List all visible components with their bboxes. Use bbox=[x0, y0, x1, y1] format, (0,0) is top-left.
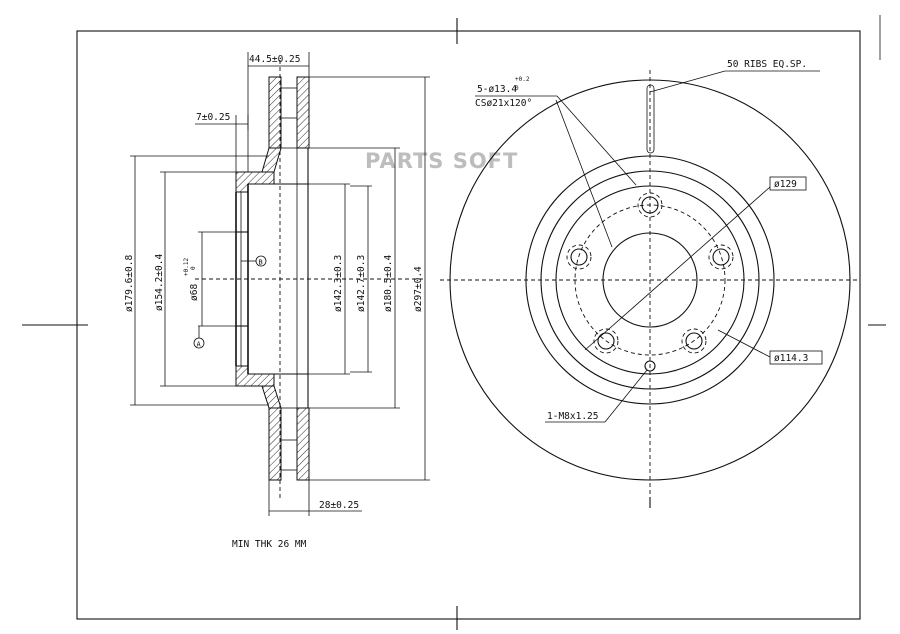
bolt-holes bbox=[566, 192, 734, 354]
dim-d179-6: ø179.6±0.8 bbox=[124, 255, 135, 312]
label-pcd: ø114.3 bbox=[774, 353, 808, 364]
label-thread: 1-M8x1.25 bbox=[547, 411, 598, 422]
dim-d142-3: ø142.3±0.3 bbox=[333, 255, 344, 312]
dim-hat-thickness: 7±0.25 bbox=[196, 112, 230, 123]
dim-d297: ø297±0.4 bbox=[413, 266, 424, 312]
dim-d68-tol0: 0 bbox=[190, 266, 197, 270]
watermark: PARTS SOFT bbox=[365, 149, 518, 173]
dim-rotor-width: 28±0.25 bbox=[319, 500, 359, 511]
section-dimensions: 44.5±0.25 7±0.25 28±0.25 ø179.6±0.8 ø154… bbox=[124, 52, 430, 516]
front-labels: 50 RIBS EQ.SP. 5-ø13.4 +0.2 0 CSø21x120°… bbox=[475, 59, 823, 422]
label-holes-tol0: 0 bbox=[515, 85, 519, 92]
label-d129: ø129 bbox=[774, 179, 797, 190]
dim-d142-7: ø142.7±0.3 bbox=[356, 255, 367, 312]
datum-b: B bbox=[259, 259, 263, 267]
label-holes: 5-ø13.4 bbox=[477, 84, 517, 95]
dim-d68: ø68 bbox=[189, 284, 200, 301]
label-holes-tol: +0.2 bbox=[515, 76, 530, 83]
section-view: B A bbox=[193, 60, 425, 500]
dim-overall-width: 44.5±0.25 bbox=[249, 54, 300, 65]
label-countersink: CSø21x120° bbox=[475, 98, 532, 109]
dim-d154-2: ø154.2±0.4 bbox=[154, 254, 165, 311]
min-thickness-note: MIN THK 26 MM bbox=[232, 539, 307, 550]
dim-d68-tol: +0.12 bbox=[183, 258, 190, 276]
dim-d180-5: ø180.5±0.4 bbox=[383, 255, 394, 312]
front-view bbox=[440, 70, 860, 510]
datum-a: A bbox=[197, 341, 202, 349]
drawing-frame bbox=[22, 15, 886, 630]
label-ribs: 50 RIBS EQ.SP. bbox=[727, 59, 807, 70]
